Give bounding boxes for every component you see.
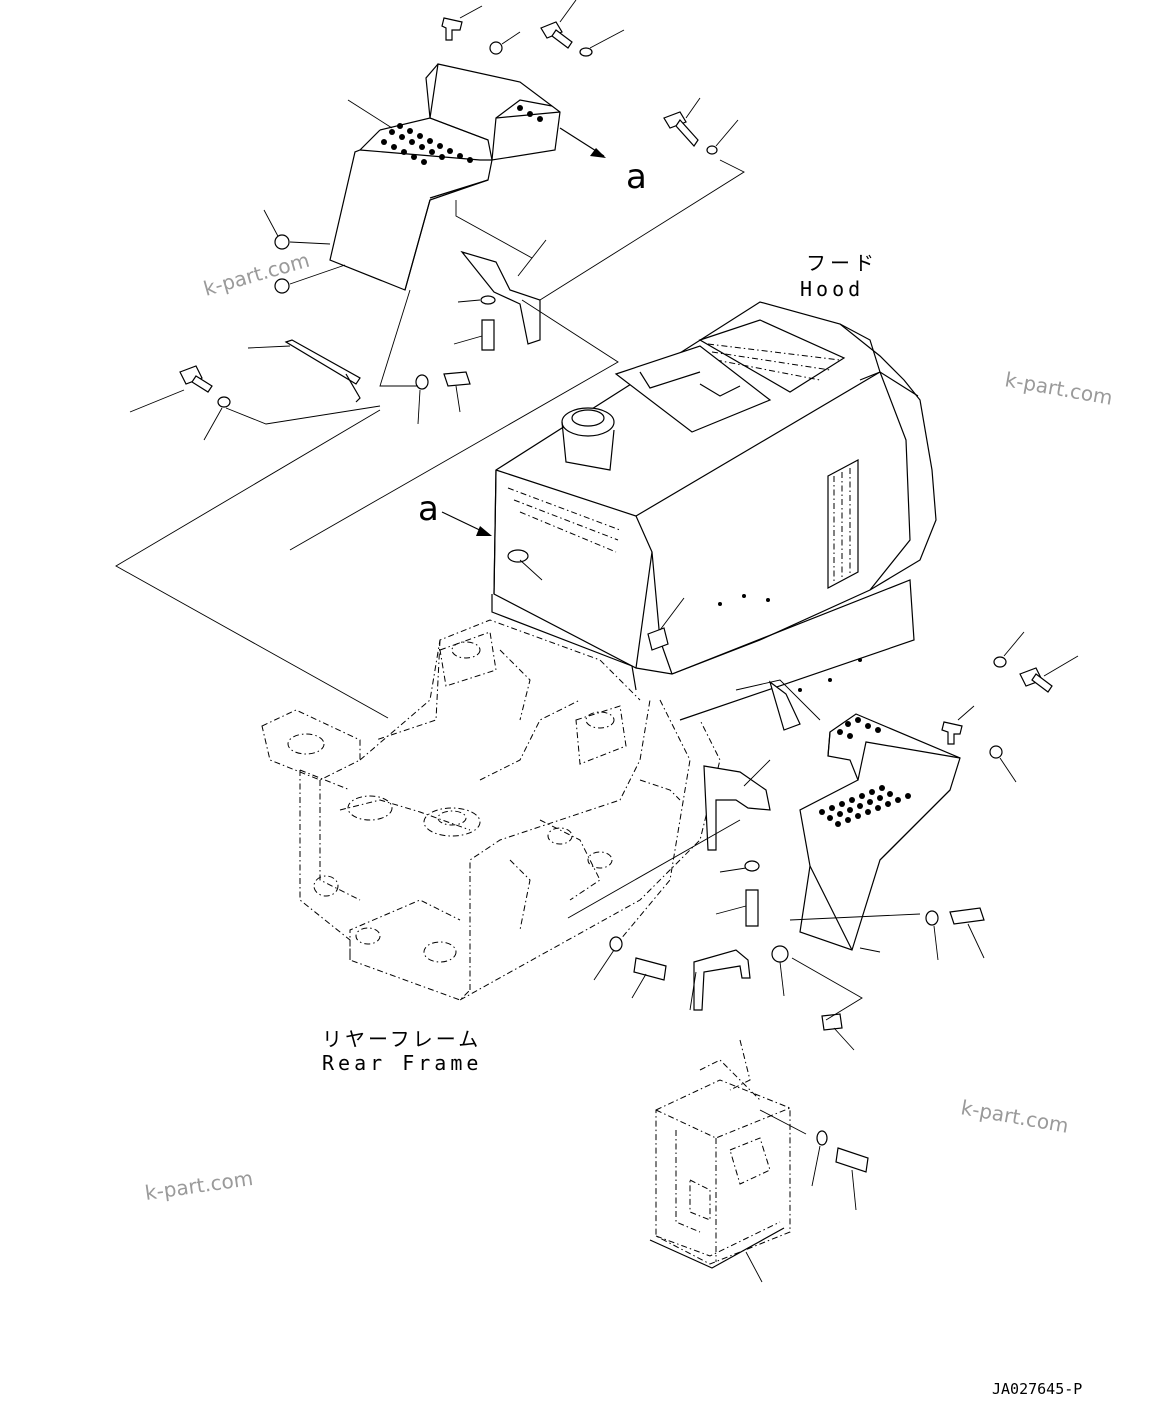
battery-box	[649, 1039, 869, 1283]
watermark: k-part.com	[959, 1095, 1070, 1138]
rear-frame	[261, 619, 721, 1001]
right-step-assembly	[567, 631, 1079, 1051]
watermark: k-part.com	[1003, 367, 1114, 410]
hood-label-jp: フード	[806, 251, 878, 275]
upper-left-step-assembly	[115, 0, 745, 719]
view-marker-left: a	[418, 489, 439, 529]
drawing-number: JA027645-P	[992, 1380, 1082, 1398]
watermark: k-part.com	[201, 248, 312, 301]
hood	[441, 301, 937, 721]
right-tread-holes	[819, 717, 911, 827]
watermark: k-part.com	[143, 1166, 254, 1205]
top-fasteners	[441, 0, 739, 155]
rear-frame-label-en: Rear Frame	[322, 1051, 482, 1075]
rear-frame-label-jp: リヤーフレーム	[322, 1027, 481, 1051]
view-marker-top: a	[626, 157, 647, 197]
hood-label-en: Hood	[800, 277, 864, 301]
tread-holes	[381, 105, 543, 165]
